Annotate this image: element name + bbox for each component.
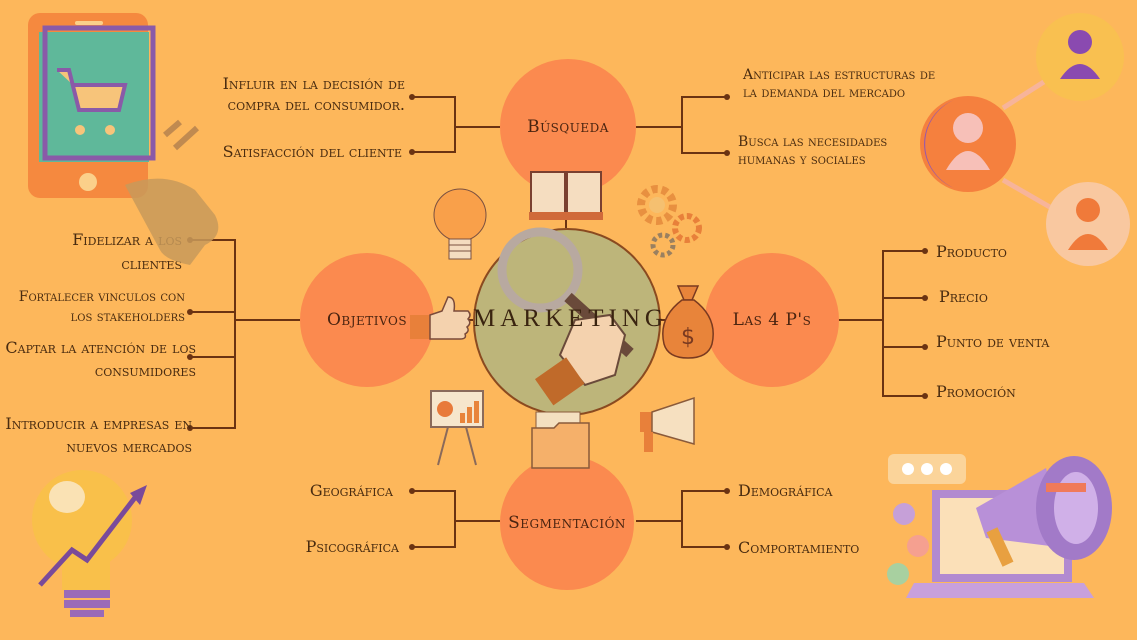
money-bag-icon: $ — [662, 285, 714, 359]
p-item-1: Producto — [936, 242, 1007, 261]
megaphone-icon — [640, 396, 695, 452]
phone-cart-icon — [28, 13, 219, 265]
p-item-3: Punto de venta — [936, 332, 1050, 351]
laptop-megaphone-icon — [887, 454, 1112, 598]
p-item-4: Promoción — [936, 382, 1016, 401]
easel-chart-icon — [430, 390, 484, 466]
folder-icon — [531, 411, 590, 469]
busqueda-item-1: Influir en la decisión de compra del con… — [222, 74, 405, 114]
busqueda-item-3: Anticipar las estructuras de la demanda … — [743, 67, 936, 102]
lightbulb-icon — [433, 188, 487, 260]
objetivo-item-4: Introducir a empresas en nuevos mercados — [5, 414, 192, 457]
seg-item-4: Comportamiento — [738, 538, 860, 557]
seg-item-3: Demográfica — [738, 481, 833, 500]
svg-text:$: $ — [681, 325, 695, 350]
gears-icon — [637, 185, 702, 258]
seg-item-1: Geográfica — [309, 481, 393, 500]
p-item-2: Precio — [939, 287, 988, 306]
busqueda-item-4: Busca las necesidades humanas y sociales — [738, 134, 888, 169]
node-segmentacion: Segmentación — [500, 456, 634, 590]
objetivo-item-3: Captar la atención de los consumidores — [5, 338, 196, 381]
seg-item-2: Psicográfica — [305, 537, 399, 556]
objetivo-item-2: Fortalecer vinculos con los stakeholders — [18, 289, 185, 326]
lightbulb-chart-icon — [32, 470, 147, 617]
thumbs-up-icon — [410, 296, 471, 340]
person-icon — [920, 13, 1130, 266]
node-4ps: Las 4 P's — [705, 253, 839, 387]
central-title: MARKETING — [473, 305, 668, 332]
magnifier-icon — [497, 227, 634, 406]
book-icon — [529, 171, 603, 220]
busqueda-item-2: Satisfacción del cliente — [222, 142, 402, 161]
